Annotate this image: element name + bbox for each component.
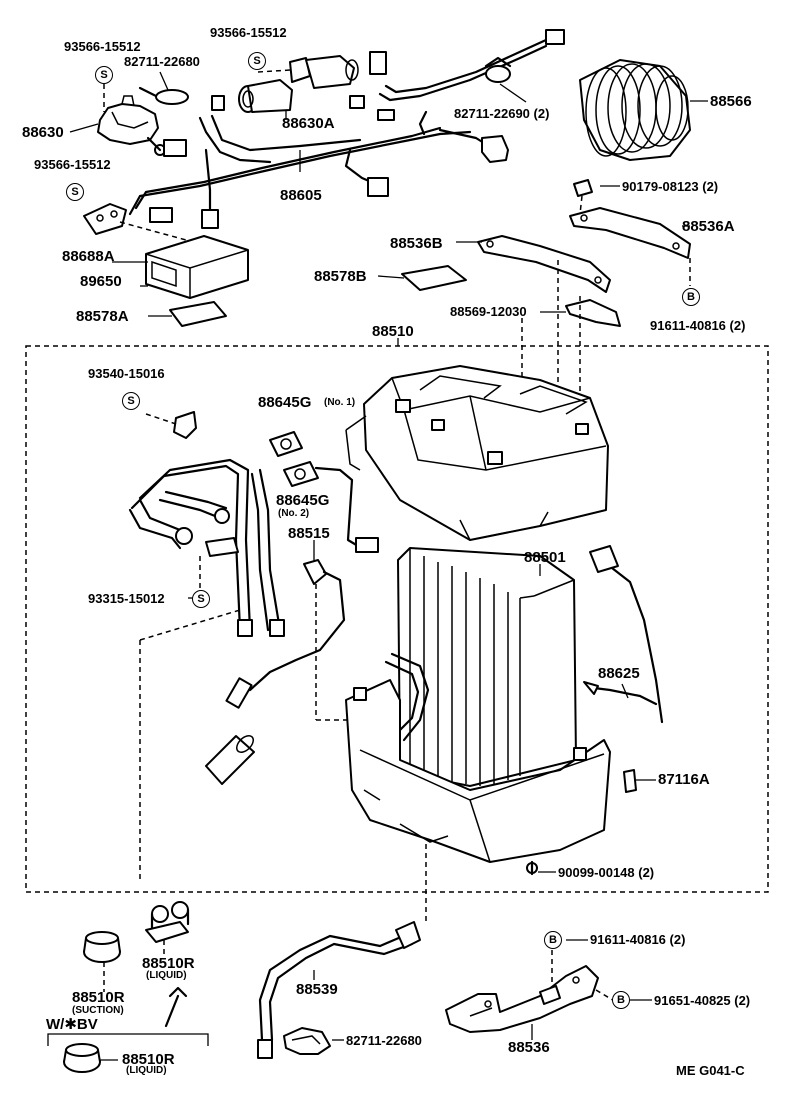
label-88578A: 88578A bbox=[76, 308, 129, 325]
assembly-boundary-88510 bbox=[25, 345, 769, 893]
label-88566: 88566 bbox=[710, 93, 752, 110]
label-88645G-2-note: (No. 2) bbox=[278, 508, 310, 519]
label-93566-b: 93566-15512 bbox=[210, 25, 287, 40]
part-82711-22680-bottom-clip bbox=[283, 1027, 331, 1055]
label-93315: 93315-15012 bbox=[88, 591, 165, 606]
label-82711-c: 82711-22680 bbox=[346, 1033, 422, 1048]
part-88536A-bracket bbox=[569, 207, 691, 259]
label-82711-a: 82711-22680 bbox=[124, 54, 200, 69]
part-88515-thermistor bbox=[205, 559, 346, 785]
label-88501: 88501 bbox=[524, 549, 566, 566]
part-pipes-expansion bbox=[128, 411, 285, 637]
part-88510R-liquid-grommet-2 bbox=[63, 1043, 101, 1073]
symbol-s-93540: S bbox=[122, 392, 140, 410]
part-88536B-bracket bbox=[477, 235, 611, 293]
label-88688A: 88688A bbox=[62, 248, 115, 265]
label-93540: 93540-15016 bbox=[88, 366, 165, 381]
label-wbv: W/✱BV bbox=[46, 1016, 98, 1033]
part-88539-drain-hose bbox=[257, 921, 421, 1059]
label-88605: 88605 bbox=[280, 187, 322, 204]
part-88688A-bracket bbox=[83, 203, 127, 235]
symbol-s-93566-b: S bbox=[248, 52, 266, 70]
part-88630-sensor bbox=[97, 95, 166, 156]
label-88645G-2: 88645G bbox=[276, 492, 330, 509]
label-88510R-liquid-note: (LIQUID) bbox=[146, 970, 187, 981]
label-93566-c: 93566-15512 bbox=[34, 157, 111, 172]
part-lower-case bbox=[345, 679, 611, 863]
label-88539: 88539 bbox=[296, 981, 338, 998]
label-88578B: 88578B bbox=[314, 268, 367, 285]
part-88510R-liquid-grommet bbox=[145, 901, 190, 943]
label-90099: 90099-00148 (2) bbox=[558, 865, 655, 880]
label-88645G-1: 88645G bbox=[258, 394, 312, 411]
label-90179: 90179-08123 (2) bbox=[622, 179, 719, 194]
label-88510R-liquid: 88510R bbox=[142, 955, 195, 972]
part-90099-screw bbox=[526, 860, 538, 876]
part-87116A-clip bbox=[623, 769, 637, 793]
label-88645G-1-note: (No. 1) bbox=[324, 397, 356, 408]
label-88510R-suction-note: (SUCTION) bbox=[72, 1005, 124, 1016]
part-88578B-pad bbox=[401, 265, 467, 291]
label-93566-a: 93566-15512 bbox=[64, 39, 141, 54]
symbol-s-93315: S bbox=[192, 590, 210, 608]
part-88645G-no2 bbox=[283, 461, 379, 553]
part-88566-duct-boot bbox=[579, 59, 691, 161]
label-88536A: 88536A bbox=[682, 218, 735, 235]
label-88510R-liquid-2: 88510R bbox=[122, 1051, 175, 1068]
part-88605-wire-harness bbox=[128, 29, 565, 229]
label-88510: 88510 bbox=[372, 323, 414, 340]
label-88515: 88515 bbox=[288, 525, 330, 542]
label-91651: 91651-40825 (2) bbox=[654, 993, 751, 1008]
label-82711-b: 82711-22690 (2) bbox=[454, 106, 550, 121]
part-88510R-suction-grommet bbox=[83, 931, 121, 963]
part-88578A-pad bbox=[169, 301, 227, 327]
symbol-s-93566-a: S bbox=[95, 66, 113, 84]
label-88536B: 88536B bbox=[390, 235, 443, 252]
part-90179-nut bbox=[573, 179, 593, 197]
label-88536: 88536 bbox=[508, 1039, 550, 1056]
label-88510R-suction: 88510R bbox=[72, 989, 125, 1006]
label-87116A: 87116A bbox=[658, 771, 710, 788]
label-88510R-liquid-2-note: (LIQUID) bbox=[126, 1065, 167, 1076]
part-88536-bracket bbox=[445, 965, 599, 1033]
label-88625: 88625 bbox=[598, 665, 640, 682]
part-88569-bracket bbox=[565, 299, 621, 327]
part-82711-22690-clip bbox=[484, 56, 512, 83]
symbol-b-91651: B bbox=[612, 991, 630, 1009]
part-89650-amplifier bbox=[145, 235, 249, 299]
part-88645G-no1 bbox=[269, 431, 303, 457]
part-82711-22680-clip bbox=[138, 86, 189, 105]
label-91611-a: 91611-40816 (2) bbox=[650, 318, 746, 333]
symbol-b-91611-a: B bbox=[682, 288, 700, 306]
footer-code: ME G041-C bbox=[676, 1063, 745, 1078]
part-88501-evaporator bbox=[384, 547, 577, 787]
label-88630A: 88630A bbox=[282, 115, 335, 132]
label-88630: 88630 bbox=[22, 124, 64, 141]
label-88569: 88569-12030 bbox=[450, 304, 527, 319]
label-89650: 89650 bbox=[80, 273, 122, 290]
label-91611-b: 91611-40816 (2) bbox=[590, 932, 686, 947]
symbol-s-93566-c: S bbox=[66, 183, 84, 201]
part-88625-thermistor bbox=[583, 545, 664, 724]
part-upper-case bbox=[345, 365, 609, 541]
part-88630A-connector bbox=[238, 55, 359, 113]
symbol-b-91611-b: B bbox=[544, 931, 562, 949]
